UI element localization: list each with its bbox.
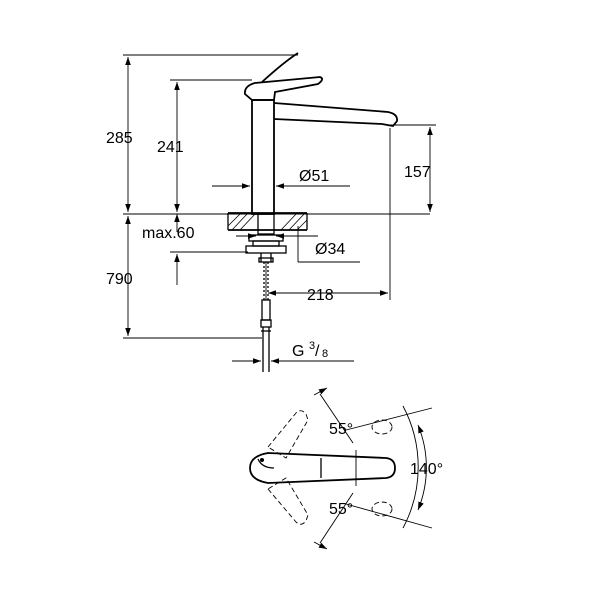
- handle-position-lower: [267, 477, 309, 525]
- connection-thread-label: G 3 / 8: [292, 340, 328, 360]
- extension-lines: [123, 54, 436, 339]
- countertop-section: [227, 212, 308, 231]
- supply-hose: [260, 262, 272, 372]
- thread-g: G: [292, 343, 304, 360]
- thread-numerator: 3: [309, 340, 315, 352]
- dim-total-height: 285: [106, 130, 133, 147]
- dim-hose-length: 790: [106, 271, 133, 288]
- handle-top-view: [249, 450, 396, 486]
- angle-upper: 55°: [329, 421, 353, 438]
- side-view: 285 241 157 Ø51 max.60 Ø34 790 218 G 3 /…: [106, 52, 436, 372]
- handle-position-upper: [267, 410, 309, 459]
- dimension-lines: [125, 56, 433, 364]
- dim-outlet-height: 157: [404, 164, 431, 181]
- top-view: 55° 55° 140°: [249, 387, 443, 550]
- dim-mounting-hole: Ø34: [315, 241, 345, 258]
- thread-denominator: 8: [322, 348, 328, 360]
- angle-total: 140°: [410, 461, 443, 478]
- thread-slash: /: [315, 343, 320, 360]
- dim-spout-height: 241: [157, 139, 184, 156]
- dim-body-diameter: Ø51: [299, 168, 329, 185]
- angle-lower: 55°: [329, 501, 353, 518]
- dim-max-deck: max.60: [142, 225, 195, 242]
- dim-spout-reach: 218: [307, 287, 334, 304]
